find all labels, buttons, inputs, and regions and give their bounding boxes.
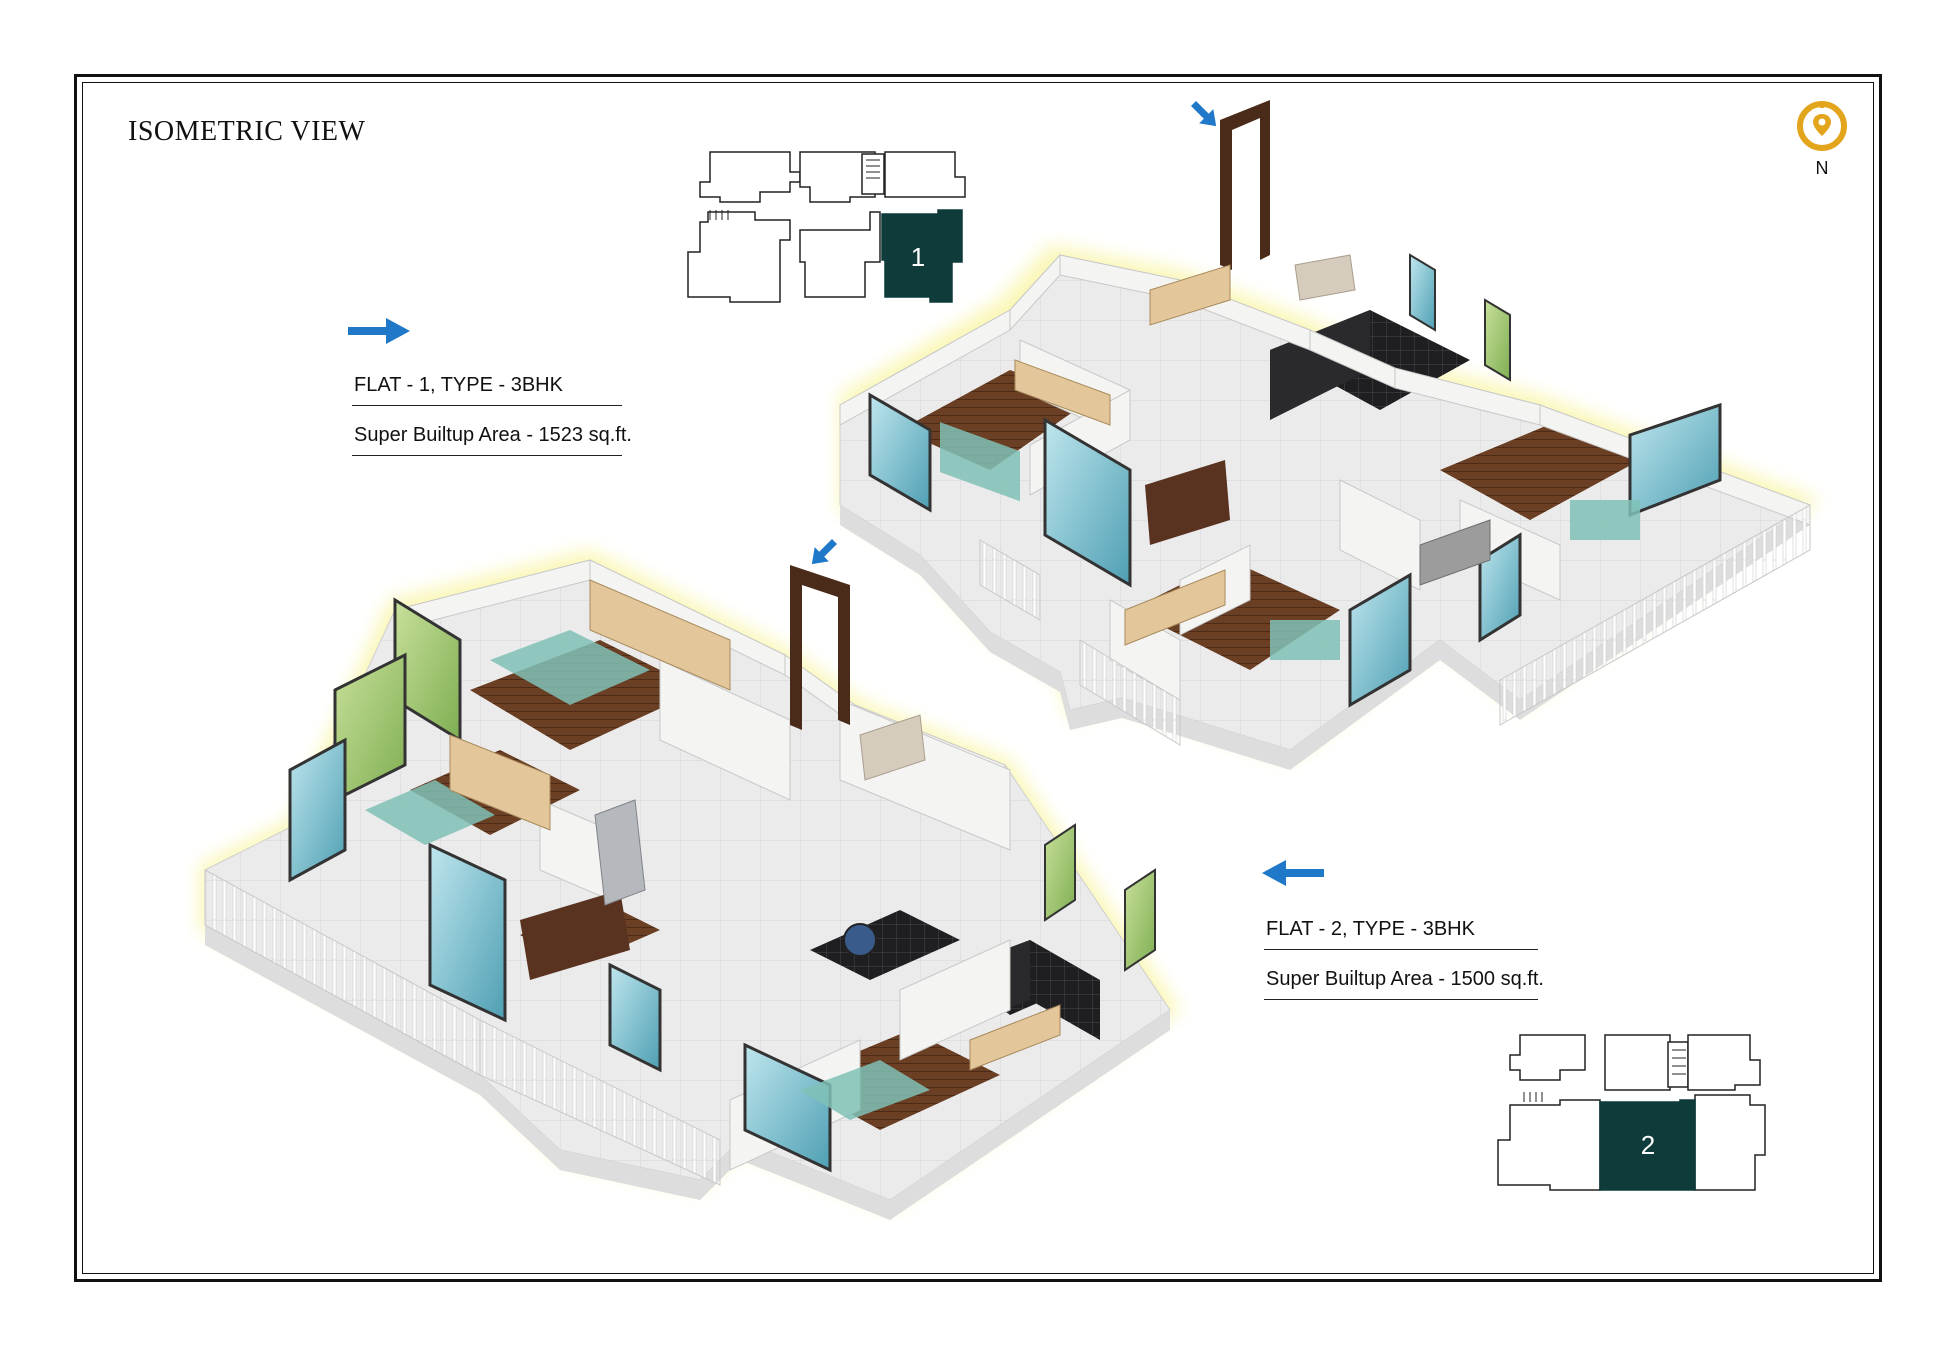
flat-1-isometric (839, 100, 1820, 770)
outer-frame (74, 74, 1882, 1282)
keyplan-flat-1: 1 (687, 151, 966, 303)
flat-2-furniture (365, 579, 1061, 1120)
flat-2-area: Super Builtup Area - 1500 sq.ft. (1264, 962, 1544, 1000)
compass-icon (1797, 101, 1847, 151)
arrow-down-right-icon (1191, 101, 1217, 127)
inner-frame (82, 82, 1874, 1274)
keyplan-flat-2: 2 (1497, 1034, 1766, 1191)
keyplan-2-unit-number: 2 (1641, 1130, 1655, 1160)
keyplan-1-stairs (709, 159, 880, 220)
arrow-left-icon (1262, 860, 1324, 886)
flat-1-area: Super Builtup Area - 1523 sq.ft. (352, 418, 632, 456)
arrow-right-icon (348, 318, 410, 344)
flat-1-furniture (940, 254, 1640, 660)
keyplan-2-stairs (1523, 1049, 1686, 1102)
flat-2-info: FLAT - 2, TYPE - 3BHK Super Builtup Area… (1264, 912, 1544, 1000)
flat-2-heading: FLAT - 2, TYPE - 3BHK (1264, 912, 1538, 950)
flat-1-info: FLAT - 1, TYPE - 3BHK Super Builtup Area… (352, 368, 632, 456)
flat-1-heading: FLAT - 1, TYPE - 3BHK (352, 368, 622, 406)
arrow-down-left-icon (811, 539, 837, 565)
north-compass: N (1796, 100, 1848, 178)
page-title: ISOMETRIC VIEW (128, 116, 366, 147)
keyplan-1-unit-number: 1 (911, 242, 925, 272)
direction-arrows (348, 101, 1324, 886)
keyplan-2-highlight (1599, 1099, 1696, 1191)
keyplan-1-highlight (881, 209, 963, 303)
compass-north-label: N (1815, 158, 1829, 178)
flat-2-isometric (200, 550, 1180, 1220)
